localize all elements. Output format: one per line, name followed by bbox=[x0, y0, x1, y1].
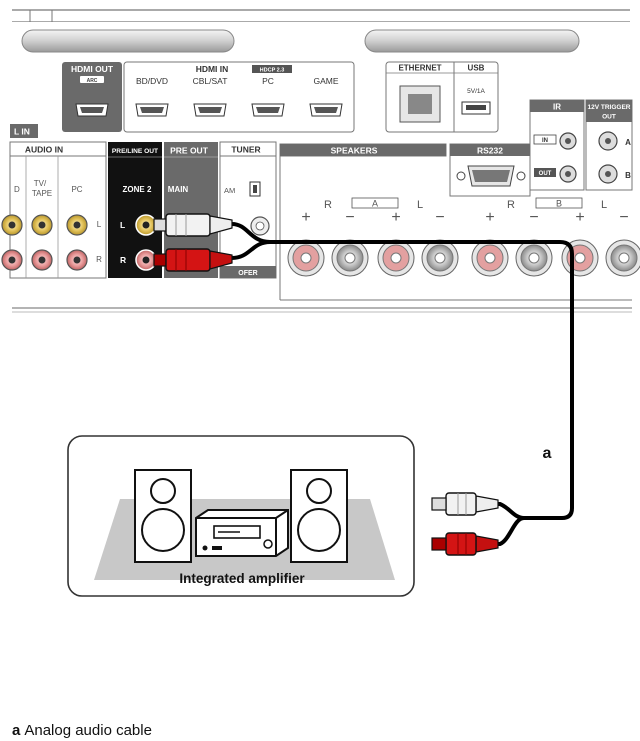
receiver-rear-panel: HDMI OUT ARC HDMI IN HDCP 2.3 BD/DVD CBL/… bbox=[1, 9, 640, 313]
hdcp-label: HDCP 2.3 bbox=[260, 68, 285, 74]
trigger-label: 12V TRIGGER bbox=[588, 104, 631, 111]
spk-a-r-label: R bbox=[324, 199, 332, 211]
trigger-b-label: B bbox=[625, 171, 631, 180]
hdmi-in-port bbox=[309, 103, 343, 117]
spk-a-l-label: L bbox=[417, 199, 423, 211]
audio-col-tape: TAPE bbox=[32, 189, 52, 198]
hdmi-in-port-label: CBL/SAT bbox=[193, 76, 228, 86]
l-in-label: L IN bbox=[14, 127, 30, 137]
audio-in-label: AUDIO IN bbox=[25, 145, 63, 155]
speaker-polarity-label: + bbox=[485, 209, 494, 226]
speaker-polarity-label: − bbox=[529, 209, 538, 226]
hdmi-in-port bbox=[193, 103, 227, 117]
spk-b-label: B bbox=[556, 199, 562, 209]
speaker-polarity-label: − bbox=[345, 209, 354, 226]
red-rca-plug-amplifier bbox=[431, 532, 499, 556]
main-label: MAIN bbox=[168, 185, 189, 194]
amplifier-panel: Integrated amplifier bbox=[67, 435, 415, 597]
audio-in-section: AUDIO IN D TV/ TAPE PC L R bbox=[1, 141, 107, 279]
trigger-a-label: A bbox=[625, 138, 631, 147]
zone2-label: ZONE 2 bbox=[123, 185, 152, 194]
red-rca-plug-receiver bbox=[153, 248, 233, 272]
speaker-polarity-label: + bbox=[301, 209, 310, 226]
arc-label: ARC bbox=[87, 78, 98, 84]
ethernet-label: ETHERNET bbox=[398, 64, 441, 73]
zone2-l-label: L bbox=[120, 220, 125, 230]
hdmi-in-port-label: GAME bbox=[313, 76, 338, 86]
l-in-tab: L IN bbox=[10, 124, 38, 138]
amplifier-icon bbox=[195, 509, 289, 557]
amplifier-label: Integrated amplifier bbox=[179, 571, 305, 586]
hdmi-in-port bbox=[135, 103, 169, 117]
speaker-polarity-label: − bbox=[619, 209, 628, 226]
am-label: AM bbox=[224, 186, 235, 195]
zone2-preout-section: PRE/LINE OUT ZONE 2 L R bbox=[108, 142, 162, 278]
subwoofer-label: OFER bbox=[238, 270, 257, 277]
antenna-right bbox=[364, 29, 580, 53]
audio-col-pc: PC bbox=[71, 185, 82, 194]
left-speaker-icon bbox=[134, 469, 192, 563]
analog-audio-cable: a bbox=[153, 213, 574, 556]
rs232-label: RS232 bbox=[477, 146, 503, 156]
pre-out-label: PRE OUT bbox=[170, 146, 209, 156]
tuner-section: TUNER AM OFER bbox=[219, 141, 277, 279]
hdmi-in-label: HDMI IN bbox=[196, 64, 229, 74]
hdmi-in-port-label: PC bbox=[262, 76, 274, 86]
spk-a-label: A bbox=[372, 199, 378, 209]
tuner-label: TUNER bbox=[231, 145, 260, 155]
hdmi-out-section: HDMI OUT ARC bbox=[62, 62, 122, 132]
audio-col-tv: TV/ bbox=[34, 179, 47, 188]
speakers-section: SPEAKERS RS232 R A L R B L + − + − + − + − bbox=[279, 143, 640, 301]
ir-out-label: OUT bbox=[539, 171, 552, 177]
speakers-label: SPEAKERS bbox=[331, 146, 378, 156]
right-speaker-icon bbox=[290, 469, 348, 563]
speaker-polarity-label: + bbox=[575, 209, 584, 226]
audio-col-d: D bbox=[14, 185, 20, 194]
spk-b-l-label: L bbox=[601, 199, 607, 211]
antenna-left bbox=[21, 29, 235, 53]
ir-in-label: IN bbox=[542, 138, 548, 144]
caption-key: a bbox=[12, 722, 21, 739]
ir-label: IR bbox=[553, 103, 561, 112]
caption-text: Analog audio cable bbox=[24, 722, 152, 739]
hdmi-in-port-label: BD/DVD bbox=[136, 76, 168, 86]
spk-b-r-label: R bbox=[507, 199, 515, 211]
audio-in-l-label: L bbox=[97, 220, 102, 229]
zone2-r-label: R bbox=[120, 255, 126, 265]
ir-trigger-section: IR IN OUT 12V TRIGGER OUT A B bbox=[529, 99, 633, 191]
speaker-polarity-label: − bbox=[435, 209, 444, 226]
pre-line-out-label: PRE/LINE OUT bbox=[112, 148, 158, 155]
speaker-polarity-label: + bbox=[391, 209, 400, 226]
hdmi-out-label: HDMI OUT bbox=[71, 64, 114, 74]
hdmi-in-section: HDMI IN HDCP 2.3 BD/DVD CBL/SAT PC GAME bbox=[123, 61, 355, 133]
hdmi-in-port bbox=[251, 103, 285, 117]
cable-label: a bbox=[543, 445, 552, 462]
white-rca-plug-receiver bbox=[153, 213, 233, 237]
rs232-port bbox=[456, 165, 526, 187]
trigger-out-label: OUT bbox=[602, 114, 616, 121]
usb-rating-label: 5V/1A bbox=[467, 88, 485, 95]
ethernet-usb-section: ETHERNET USB 5V/1A bbox=[385, 61, 499, 133]
white-rca-plug-amplifier bbox=[431, 492, 499, 516]
audio-in-r-label: R bbox=[96, 255, 102, 264]
usb-label: USB bbox=[468, 64, 485, 73]
